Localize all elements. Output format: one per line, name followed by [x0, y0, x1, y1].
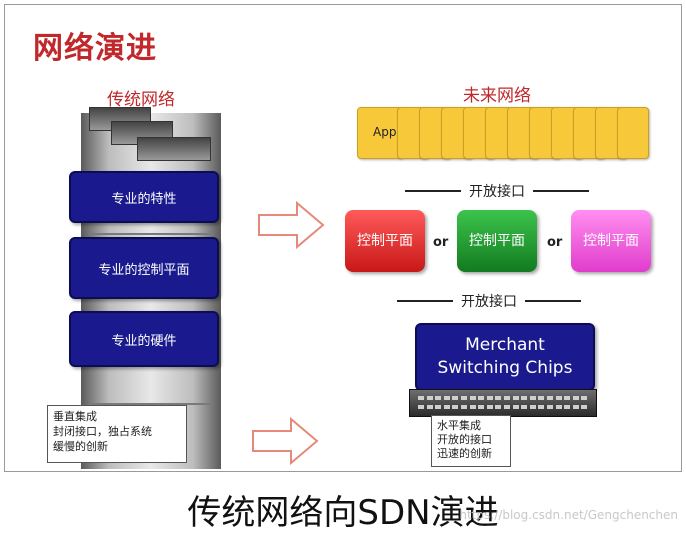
switch-port [538, 405, 545, 409]
switch-port [564, 405, 571, 409]
slide-title: 网络演进 [33, 31, 157, 66]
open-interface-bottom: 开放接口 [397, 291, 581, 311]
note-line: 垂直集成 [53, 410, 97, 423]
switch-port [521, 405, 528, 409]
switch-port [504, 405, 510, 409]
right-arrow-icon [258, 201, 325, 249]
note-line: 水平集成 [437, 419, 481, 432]
interface-label: 开放接口 [461, 294, 517, 310]
switch-port [418, 405, 424, 409]
traditional-network-heading: 传统网络 [107, 90, 175, 110]
bottom-title: 传统网络向SDN演进 [187, 493, 499, 533]
switch-port [443, 405, 450, 409]
control-plane-green: 控制平面 [457, 210, 537, 272]
rack-top-unit [137, 137, 211, 161]
switch-port [555, 396, 562, 400]
switch-port [495, 396, 502, 400]
app-label: App [373, 125, 397, 139]
switch-port [495, 405, 502, 409]
switch-port [547, 405, 553, 409]
right-arrow-icon [252, 417, 319, 465]
control-plane-pink: 控制平面 [571, 210, 651, 272]
switch-port [426, 405, 433, 409]
control-plane-box: 专业的控制平面 [69, 237, 219, 299]
switch-port [452, 396, 459, 400]
switch-port [512, 405, 519, 409]
switch-port [478, 405, 485, 409]
future-network-heading: 未来网络 [463, 86, 531, 106]
control-plane-red: 控制平面 [345, 210, 425, 272]
merchant-chips-box: Merchant Switching Chips [415, 323, 595, 391]
switch-port [452, 405, 459, 409]
note-line: 迅速的创新 [437, 447, 492, 460]
switch-port [529, 405, 536, 409]
chip-line: Switching Chips [437, 358, 573, 378]
switch-port [486, 405, 493, 409]
switch-port [486, 396, 493, 400]
switch-port [555, 405, 562, 409]
switch-port [581, 405, 588, 409]
switch-port [564, 396, 571, 400]
switch-port [512, 396, 519, 400]
switch-port [461, 396, 467, 400]
switch-port [521, 396, 528, 400]
switch-port [572, 405, 579, 409]
switch-port [426, 396, 433, 400]
note-line: 缓慢的创新 [53, 440, 108, 453]
open-interface-top: 开放接口 [405, 181, 589, 201]
interface-label: 开放接口 [469, 184, 525, 200]
switch-port [547, 396, 553, 400]
switch-port [435, 396, 442, 400]
feature-box: 专业的特性 [69, 171, 219, 223]
switch-port [581, 396, 588, 400]
switch-port [469, 405, 476, 409]
switch-port [435, 405, 442, 409]
traditional-note: 垂直集成 封闭接口，独占系统 缓慢的创新 [47, 405, 187, 463]
or-label: or [547, 235, 563, 250]
note-line: 开放的接口 [437, 433, 492, 446]
switch-port [478, 396, 485, 400]
watermark: https://blog.csdn.net/Gengchenchen [459, 508, 678, 522]
switch-port [418, 396, 424, 400]
switch-hardware-image [409, 389, 597, 417]
future-note: 水平集成 开放的接口 迅速的创新 [431, 415, 511, 467]
app-card [617, 107, 649, 159]
switch-port [529, 396, 536, 400]
hardware-box: 专业的硬件 [69, 311, 219, 367]
switch-port [504, 396, 510, 400]
switch-port [469, 396, 476, 400]
chip-line: Merchant [465, 335, 545, 355]
or-label: or [433, 235, 449, 250]
switch-port [443, 396, 450, 400]
note-line: 封闭接口，独占系统 [53, 425, 152, 438]
slide: 网络演进 传统网络 未来网络 专业的特性 专业的控制平面 专业的硬件 垂直集成 … [4, 4, 682, 472]
switch-port [461, 405, 467, 409]
switch-port [538, 396, 545, 400]
switch-port [572, 396, 579, 400]
